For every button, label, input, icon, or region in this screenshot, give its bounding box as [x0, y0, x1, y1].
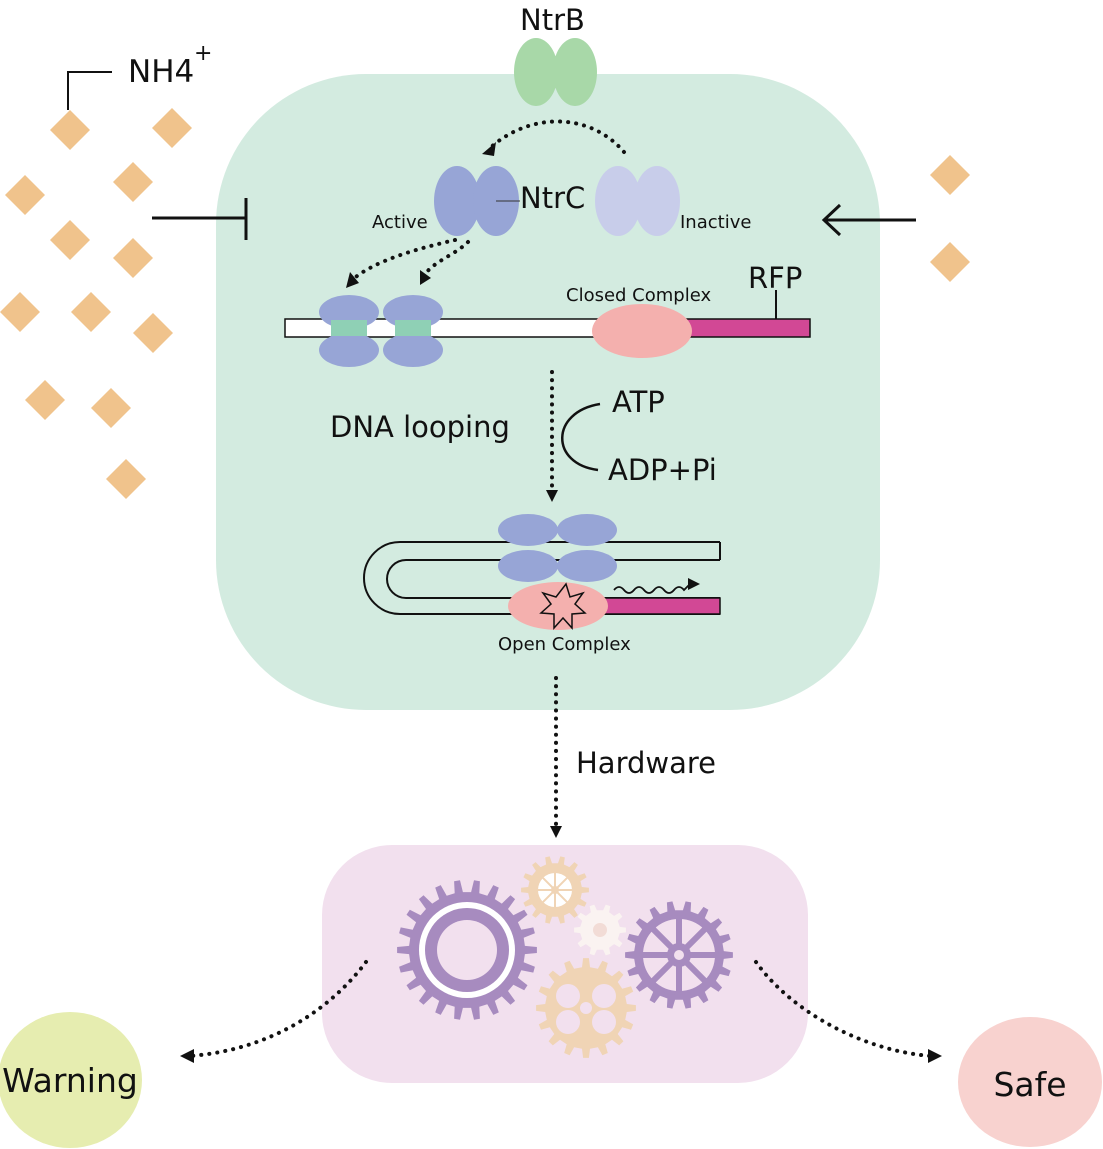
warning-arrowhead — [180, 1049, 194, 1063]
hardware-label: Hardware — [576, 746, 716, 780]
gear-medium-tan-icon — [536, 958, 636, 1058]
ntrc-loop-complex — [498, 514, 617, 582]
atp-label: ATP — [612, 385, 665, 419]
rfp-label: RFP — [748, 261, 802, 295]
transcription-arrowhead — [688, 578, 700, 590]
closed-complex-label: Closed Complex — [566, 285, 711, 306]
safe-label: Safe — [993, 1065, 1066, 1104]
safe-output — [958, 1017, 1102, 1147]
gear-large-purple-icon — [397, 880, 537, 1020]
warning-arrow — [188, 960, 368, 1058]
open-complex-burst-icon — [539, 582, 587, 630]
ammonium-cluster-left — [0, 108, 192, 499]
ntrb-label: NtrB — [520, 3, 585, 37]
gear-small-white-icon — [574, 904, 626, 956]
gear-spoked-purple-icon — [625, 901, 733, 1009]
dna-looping-arrowhead — [546, 490, 558, 502]
binding-arrowhead-right — [420, 270, 431, 285]
looped-rfp-gene — [599, 597, 721, 615]
ntrc-bound-enhancer-2 — [383, 295, 443, 367]
looped-dna-inner — [386, 559, 720, 599]
closed-complex-polymerase — [592, 304, 692, 358]
adp-pi-label: ADP+Pi — [608, 453, 717, 487]
binding-arrowhead-left — [346, 272, 359, 288]
phosphorylation-arrowhead — [482, 142, 496, 156]
hardware-arrowhead — [550, 826, 562, 838]
ntrb-protein — [514, 38, 597, 106]
warning-label: Warning — [2, 1061, 138, 1100]
ntrc-bound-enhancer-1 — [319, 295, 379, 367]
gear-small-tan-icon — [521, 856, 589, 924]
safe-arrow — [754, 960, 932, 1058]
binding-arrow-left — [350, 238, 457, 282]
ammonium-label: NH4 — [128, 54, 194, 90]
looped-dna-outer — [363, 541, 720, 615]
safe-arrowhead — [928, 1049, 942, 1063]
warning-output — [0, 1012, 142, 1148]
active-label: Active — [372, 212, 428, 233]
inhibition-symbol — [152, 198, 248, 240]
transcription-wave — [613, 583, 691, 594]
inactive-label: Inactive — [680, 212, 751, 233]
dna-looping-label: DNA looping — [330, 410, 510, 444]
atp-hydrolysis-curve — [561, 402, 601, 472]
ammonium-charge-label: + — [194, 41, 212, 66]
ntrc-label: NtrC — [520, 181, 585, 215]
ammonium-leader-line — [67, 71, 112, 110]
input-arrow — [821, 203, 916, 237]
ammonium-cluster-right — [930, 155, 970, 282]
phosphorylation-arrow — [488, 119, 626, 154]
open-complex-label: Open Complex — [498, 634, 631, 655]
cell-body — [216, 74, 880, 710]
ntrc-inactive-protein — [595, 166, 680, 236]
